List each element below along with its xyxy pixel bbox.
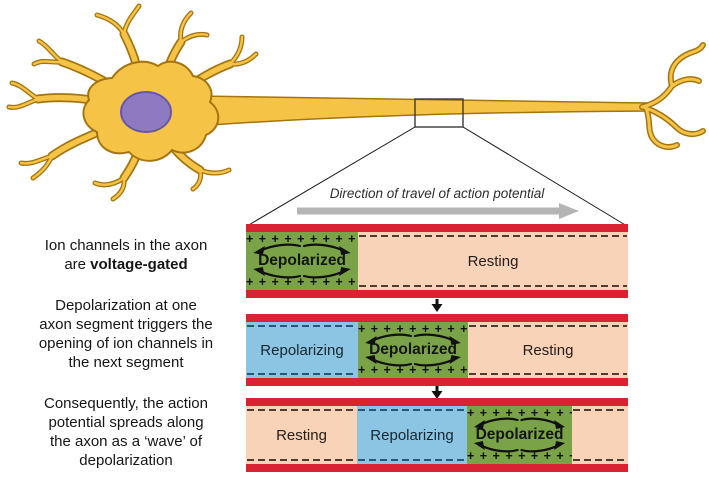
section-label: Depolarized bbox=[258, 252, 346, 269]
current-arrows-icon bbox=[365, 333, 461, 345]
resting-section: Resting bbox=[358, 232, 628, 290]
dash-line bbox=[247, 409, 356, 411]
dash-line bbox=[358, 409, 466, 411]
note-line: Ion channels in the axon bbox=[44, 237, 208, 254]
positive-charge-row: + + + + + + + + + + bbox=[246, 276, 358, 288]
axon bbox=[195, 95, 649, 127]
nucleus bbox=[120, 91, 172, 133]
depolarized-section: + + + + + + + + + + Depolarized + + + + … bbox=[467, 406, 572, 464]
positive-charge-row: + + + + + + + + + + bbox=[358, 364, 468, 376]
current-arrows-icon bbox=[253, 243, 351, 255]
zoom-box bbox=[414, 98, 464, 128]
section-label: Resting bbox=[522, 341, 574, 359]
explanatory-notes: Ion channels in the axon are voltage-gat… bbox=[8, 236, 244, 491]
membrane-panel-2: Repolarizing + + + + + + + + + + Depolar… bbox=[246, 314, 628, 386]
axon-terminal bbox=[639, 42, 706, 150]
current-arrows-icon bbox=[473, 417, 566, 429]
positive-charge-row: + + + + + + + + + + bbox=[246, 233, 358, 245]
note-line: potential spreads along bbox=[48, 414, 204, 431]
note-line: depolarization bbox=[79, 452, 173, 469]
depolarized-section: + + + + + + + + + + Depolarized + + + + … bbox=[358, 322, 468, 378]
resting-section: Resting bbox=[246, 406, 357, 464]
down-arrow-icon bbox=[431, 299, 443, 312]
dash-line bbox=[247, 325, 357, 327]
membrane-panel-1: + + + + + + + + + + Depolarized + + + + … bbox=[246, 224, 628, 298]
note-line: Consequently, the action bbox=[44, 395, 208, 412]
note-line: opening of ion channels in bbox=[38, 335, 214, 352]
depolarized-section: + + + + + + + + + + Depolarized + + + + … bbox=[246, 232, 358, 290]
zoom-connector-lines bbox=[246, 126, 628, 227]
note-line: axon segment triggers the bbox=[39, 316, 213, 333]
note-bold-term: voltage-gated bbox=[90, 256, 188, 273]
current-arrows-icon bbox=[365, 355, 461, 367]
note-line: the next segment bbox=[68, 354, 184, 371]
section-label: Resting bbox=[276, 426, 327, 444]
positive-charge-row: + + + + + + + + + + bbox=[358, 323, 468, 335]
current-arrows-icon bbox=[473, 441, 566, 453]
down-arrow-icon bbox=[431, 386, 443, 399]
dash-line bbox=[573, 459, 627, 461]
section-label: Resting bbox=[467, 252, 519, 270]
section-label: Depolarized bbox=[475, 426, 564, 443]
note-paragraph-3: Consequently, the action potential sprea… bbox=[8, 394, 244, 470]
note-paragraph-1: Ion channels in the axon are voltage-gat… bbox=[8, 236, 244, 274]
note-line: Depolarization at one bbox=[55, 297, 197, 314]
repolarizing-section: Repolarizing bbox=[357, 406, 467, 464]
direction-arrow-icon bbox=[297, 203, 579, 219]
dash-line bbox=[469, 373, 627, 375]
positive-charge-row: + + + + + + + + + + bbox=[467, 407, 572, 419]
repolarizing-section: Repolarizing bbox=[246, 322, 358, 378]
note-line: are bbox=[64, 256, 86, 273]
neuron-illustration bbox=[6, 3, 706, 227]
section-label: Depolarized bbox=[369, 341, 457, 358]
dash-line bbox=[469, 325, 627, 327]
dash-line bbox=[359, 285, 627, 287]
section-label: Repolarizing bbox=[260, 341, 344, 359]
dash-line bbox=[247, 459, 356, 461]
dash-line bbox=[247, 373, 357, 375]
current-arrows-icon bbox=[253, 267, 351, 279]
positive-charge-row: + + + + + + + + + + bbox=[467, 450, 572, 462]
dash-line bbox=[358, 459, 466, 461]
resting-section: Resting bbox=[468, 322, 628, 378]
dash-line bbox=[359, 235, 627, 237]
direction-label: Direction of travel of action potential bbox=[329, 186, 545, 201]
note-paragraph-2: Depolarization at one axon segment trigg… bbox=[8, 296, 244, 372]
dash-line bbox=[573, 409, 627, 411]
membrane-panel-3: Resting Repolarizing + + + + + + + + + +… bbox=[246, 398, 628, 472]
section-label: Repolarizing bbox=[370, 426, 454, 444]
note-line: the axon as a ‘wave’ of bbox=[49, 433, 203, 450]
resting-section-unlabeled bbox=[572, 406, 628, 464]
